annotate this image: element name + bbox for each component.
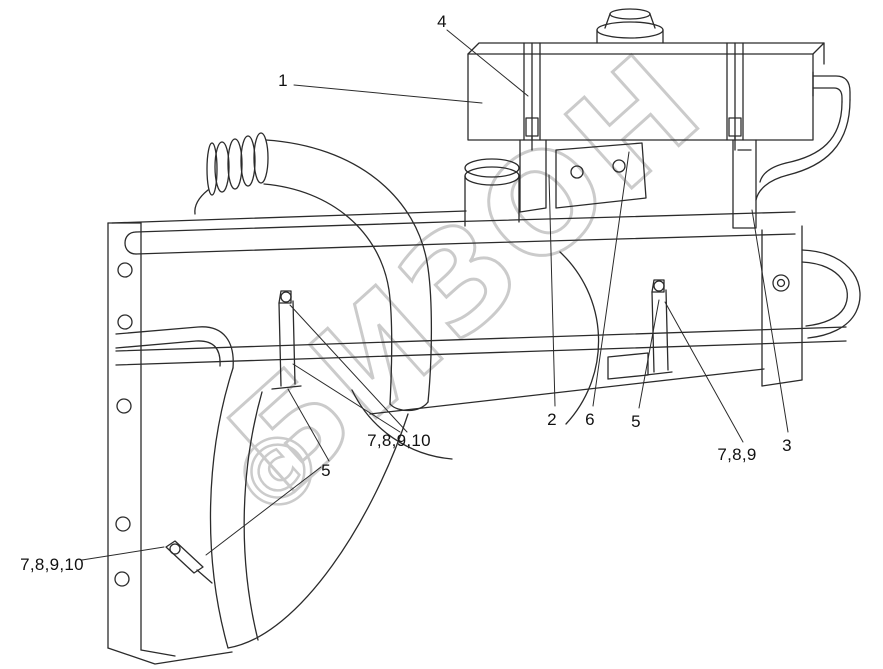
callout-label-4: 4 — [437, 12, 447, 31]
tank-support-bracket — [519, 139, 647, 213]
pipe-clamp-left — [271, 290, 302, 390]
callout-label-1: 1 — [278, 71, 288, 90]
fan-shroud — [209, 251, 600, 649]
callout-label-5-right: 5 — [631, 412, 641, 431]
callout-label-6: 6 — [585, 410, 595, 429]
tank-clamp-bands — [523, 42, 744, 151]
pipe-clamp-right — [645, 279, 673, 376]
callout-label-789: 7,8,9 — [717, 445, 757, 464]
upper-radiator-hose — [194, 132, 433, 412]
radiator-frame — [107, 210, 861, 665]
drain-fitting — [165, 540, 213, 584]
leader-lines — [81, 29, 789, 561]
callout-label-78910-mid: 7,8,9,10 — [367, 431, 431, 450]
callout-label-5-left: 5 — [321, 461, 331, 480]
overflow-hose — [755, 71, 851, 201]
watermark: © БИЗОН — [200, 22, 735, 545]
radiator-filler-neck — [464, 158, 520, 227]
right-mounting-bracket — [732, 139, 803, 387]
callout-label-78910-left: 7,8,9,10 — [20, 555, 84, 574]
expansion-tank — [467, 8, 825, 141]
callout-label-3: 3 — [782, 436, 792, 455]
callout-label-2: 2 — [547, 410, 557, 429]
